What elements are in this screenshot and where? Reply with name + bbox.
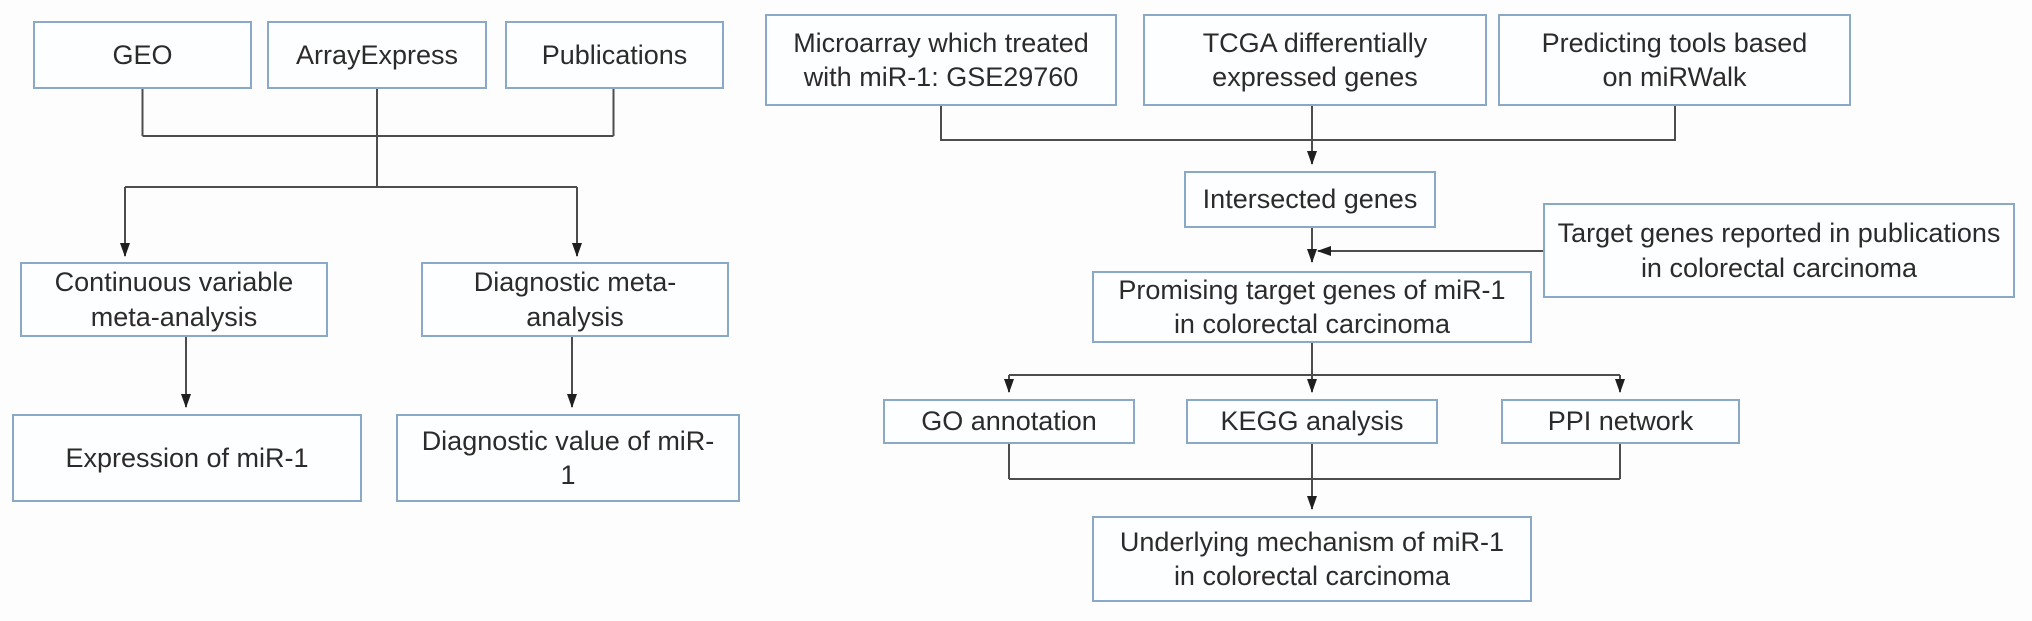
node-kegg-analysis: KEGG analysis [1186,399,1438,444]
node-continuous-meta-analysis: Continuous variable meta-analysis [20,262,328,337]
node-diagnostic-meta-analysis: Diagnostic meta-analysis [421,262,729,337]
edge-right-sources-merge [940,106,1676,141]
edge-promising-split [1009,343,1620,376]
node-ppi-network: PPI network [1501,399,1740,444]
node-promising-target-genes: Promising target genes of miR-1 in color… [1092,271,1532,343]
node-diagnostic-value-of-mir1: Diagnostic value of miR-1 [396,414,740,502]
node-geo: GEO [33,21,252,89]
node-target-genes-publications: Target genes reported in publications in… [1543,203,2015,298]
node-intersected-genes: Intersected genes [1184,171,1436,228]
node-underlying-mechanism: Underlying mechanism of miR-1 in colorec… [1092,516,1532,602]
node-microarray-gse29760: Microarray which treated with miR-1: GSE… [765,14,1117,106]
node-publications: Publications [505,21,724,89]
node-mirwalk-predicting-tools: Predicting tools based on miRWalk [1498,14,1851,106]
node-go-annotation: GO annotation [883,399,1135,444]
edge-analysis-collect [1008,444,1621,480]
node-array-express: ArrayExpress [267,21,487,89]
node-tcga-deg: TCGA differentially expressed genes [1143,14,1487,106]
edge-sources-merge [141,89,615,187]
node-expression-of-mir1: Expression of miR-1 [12,414,362,502]
